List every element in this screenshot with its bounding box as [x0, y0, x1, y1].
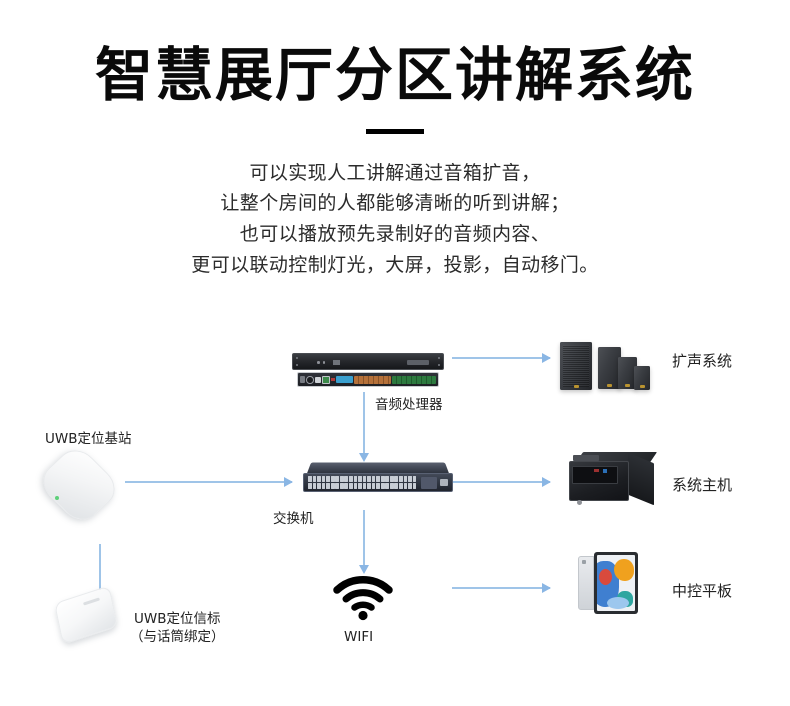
label-switch: 交换机: [273, 511, 314, 527]
label-uwb-beacon-sub: （与话筒绑定）: [130, 629, 225, 646]
label-system-host: 系统主机: [672, 476, 733, 494]
node-wifi[interactable]: [328, 570, 398, 622]
label-uwb-beacon-main: UWB定位信标: [134, 611, 221, 627]
node-control-tablet[interactable]: [578, 552, 640, 614]
subtitle-line-2: 让整个房间的人都能够清晰的听到讲解；: [220, 192, 570, 215]
subtitle-line-4: 更可以联动控制灯光，大屏，投影，自动移门。: [191, 253, 599, 276]
node-audio-processor[interactable]: [292, 353, 444, 393]
label-control-tablet: 中控平板: [672, 582, 733, 600]
connector-switch-to-wifi: [359, 510, 369, 574]
connector-base-station-to-switch: [125, 477, 293, 487]
wifi-icon: [328, 570, 398, 622]
rackmount-server-icon: [567, 450, 659, 506]
node-pa-system[interactable]: [560, 339, 656, 393]
connector-beacon-to-base-station: [99, 544, 101, 596]
rack-audio-processor-icon: [292, 353, 444, 393]
connector-audio-processor-to-switch: [359, 392, 369, 462]
tablet-icon: [578, 552, 640, 614]
speakers-icon: [560, 339, 656, 393]
label-wifi: WIFI: [344, 629, 374, 645]
subtitle-line-1: 可以实现人工讲解通过音箱扩音，: [249, 161, 541, 184]
label-pa-system: 扩声系统: [672, 352, 733, 370]
label-audio-processor: 音频处理器: [375, 397, 443, 413]
page-header: 智慧展厅分区讲解系统 可以实现人工讲解通过音箱扩音， 让整个房间的人都能够清晰的…: [0, 0, 790, 281]
page-subtitle: 可以实现人工讲解通过音箱扩音， 让整个房间的人都能够清晰的听到讲解； 也可以播放…: [0, 158, 790, 281]
node-system-host[interactable]: [567, 450, 659, 506]
subtitle-line-3: 也可以播放预先录制好的音频内容、: [239, 223, 551, 246]
connector-audio-processor-to-speakers: [452, 353, 551, 363]
uwb-tag-icon: [53, 585, 127, 645]
label-uwb-beacon: UWB定位信标 （与话筒绑定）: [130, 610, 225, 646]
page-title: 智慧展厅分区讲解系统: [94, 41, 695, 109]
network-switch-icon: [303, 462, 453, 496]
node-uwb-base-station[interactable]: [34, 442, 124, 528]
connector-wifi-to-tablet: [452, 583, 551, 593]
title-divider: [366, 128, 424, 134]
node-switch[interactable]: [303, 462, 453, 496]
label-uwb-base-station: UWB定位基站: [45, 431, 132, 447]
connector-switch-to-system-host: [452, 477, 551, 487]
system-architecture-diagram: UWB定位基站 UWB定位信标 （与话筒绑定）: [0, 322, 790, 706]
uwb-access-point-icon: [34, 442, 124, 528]
node-uwb-beacon[interactable]: [53, 585, 127, 645]
status-led-icon: [55, 496, 59, 500]
